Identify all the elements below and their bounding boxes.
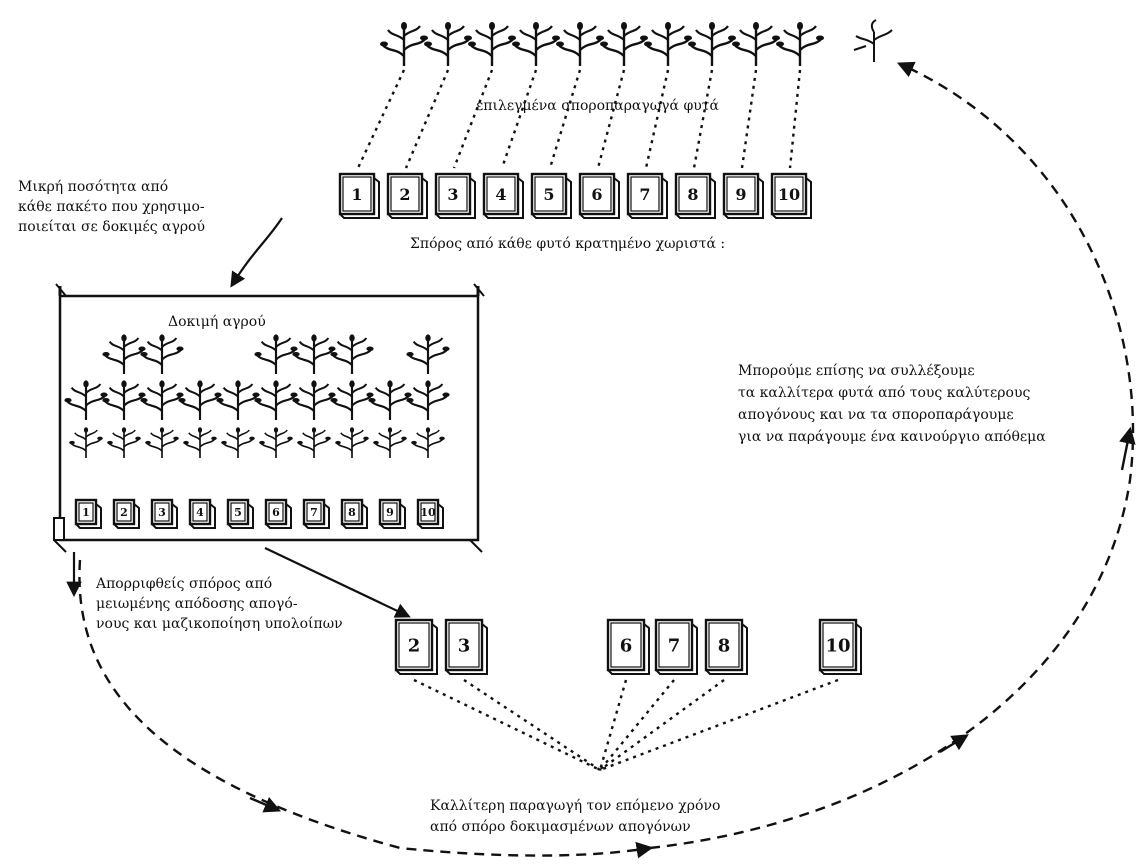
packet-number: 3 [447,185,458,204]
selected-packet: 10 [820,620,861,674]
selected-plants-label: επιλεγμένα σποροπαραγωγά φυτά [476,97,719,116]
packet-number: 3 [458,635,471,656]
cycle-arrow-right [1122,430,1130,470]
seed-packet: 2 [388,174,427,218]
packet-number: 7 [639,185,650,204]
packet-number: 1 [351,185,362,204]
selected-packet: 6 [608,620,649,674]
packet-number: 5 [234,506,242,519]
packet-number: 4 [495,185,506,204]
dotted-link [742,70,756,168]
small-quantity-label-line2: κάθε πακέτο που χρησιμο- [18,198,205,217]
small-quantity-label-line3: ποιείται σε δοκιμές αγρού [18,218,205,237]
selected-packet: 3 [446,620,487,674]
packet-number: 8 [687,185,698,204]
packet-number: 6 [591,185,602,204]
sample-to-trial-arrow [232,218,282,285]
packet-number: 4 [196,506,204,519]
dotted-link [454,70,492,168]
seed-packet: 4 [484,174,523,218]
selected-seed-plants-row [380,22,824,66]
seed-plant-icon [688,22,736,66]
cycle-dashed-loop-right [650,64,1133,848]
seed-packet: 6 [580,174,619,218]
dotted-link [694,70,712,168]
seed-plant-icon [644,22,692,66]
seed-packet: 10 [772,174,811,218]
packet-number: 7 [310,506,318,519]
seed-packet: 7 [628,174,667,218]
seed-packet: 9 [724,174,763,218]
selected-packets-row: 2 3 6 7 8 10 [396,620,861,674]
field-trial-plot: 1 2 3 4 5 6 7 8 9 10 [54,284,484,552]
cycle-arrow-bottom-2 [940,736,966,752]
selected-packet: 2 [396,620,437,674]
seed-packet: 1 [340,174,379,218]
selected-packet: 8 [706,620,747,674]
collect-label-line3: απογόνους και να τα σποροπαράγουμε [738,406,1014,425]
packet-number: 5 [543,185,554,204]
packet-number: 9 [386,506,394,519]
seed-plant-icon [556,22,604,66]
dotted-link [790,70,800,168]
packet-number: 8 [348,506,356,519]
seed-packet: 5 [532,174,571,218]
dotted-link [600,680,674,770]
packet-number: 10 [778,185,800,204]
seed-plant-icon [468,22,516,66]
packet-number: 10 [825,635,850,656]
packet-number: 9 [735,185,746,204]
small-quantity-label-line1: Μικρή ποσότητα από [18,178,168,197]
new-plant-icon [854,20,892,62]
packet-number: 6 [272,506,280,519]
packet-number: 2 [399,185,410,204]
dotted-link [550,70,580,168]
field-trial-title: Δοκιμή αγρού [168,313,266,332]
packet-number: 10 [420,506,436,519]
dotted-link [414,680,600,770]
dotted-link [464,680,600,770]
seed-plant-icon [512,22,560,66]
packet-number: 3 [158,506,166,519]
selected-to-harvest-dotted-lines [414,680,838,770]
seed-kept-label: Σπόρος από κάθε φυτό κρατημένο χωριστά : [410,235,725,254]
rejected-label-line1: Απορριφθείς σπόρος από [96,575,272,594]
rejected-label-line3: νους και μαζικοποίηση υπολοίπων [96,615,343,634]
packet-number: 6 [620,635,633,656]
plant-to-packet-dotted-lines [358,70,800,168]
dotted-link [600,680,626,770]
collect-label-line4: για να παράγουμε ένα καινούργιο απόθεμα [738,428,1046,447]
packet-number: 7 [668,635,681,656]
packet-number: 2 [120,506,128,519]
rejected-label-line2: μειωμένης απόδοσης απογό- [96,595,298,614]
dotted-link [406,70,448,168]
collect-label-line2: τα καλλίτερα φυτά από τους καλύτερους [738,384,1030,403]
packet-number: 1 [82,506,90,519]
dotted-link [358,70,404,168]
packet-number: 2 [408,635,421,656]
packet-number: 8 [718,635,731,656]
selected-packet: 7 [656,620,697,674]
seed-plant-icon [380,22,428,66]
better-yield-label-line1: Καλλίτερη παραγωγή τον επόμενο χρόνο [430,797,720,816]
seed-plant-icon [600,22,648,66]
better-yield-label-line2: από σπόρο δοκιμασμένων απογόνων [430,818,691,837]
dotted-link [600,680,838,770]
collect-label-line1: Μπορούμε επίσης να συλλέξουμε [738,362,975,381]
seed-packet: 8 [676,174,715,218]
dotted-link [598,70,624,168]
dotted-link [502,70,536,168]
seed-plant-icon [424,22,472,66]
seed-packets-row: 1 2 3 4 5 6 7 8 9 10 [340,174,811,218]
seed-plant-icon [776,22,824,66]
seed-plant-icon [732,22,780,66]
dotted-link [646,70,668,168]
seed-packet: 3 [436,174,475,218]
